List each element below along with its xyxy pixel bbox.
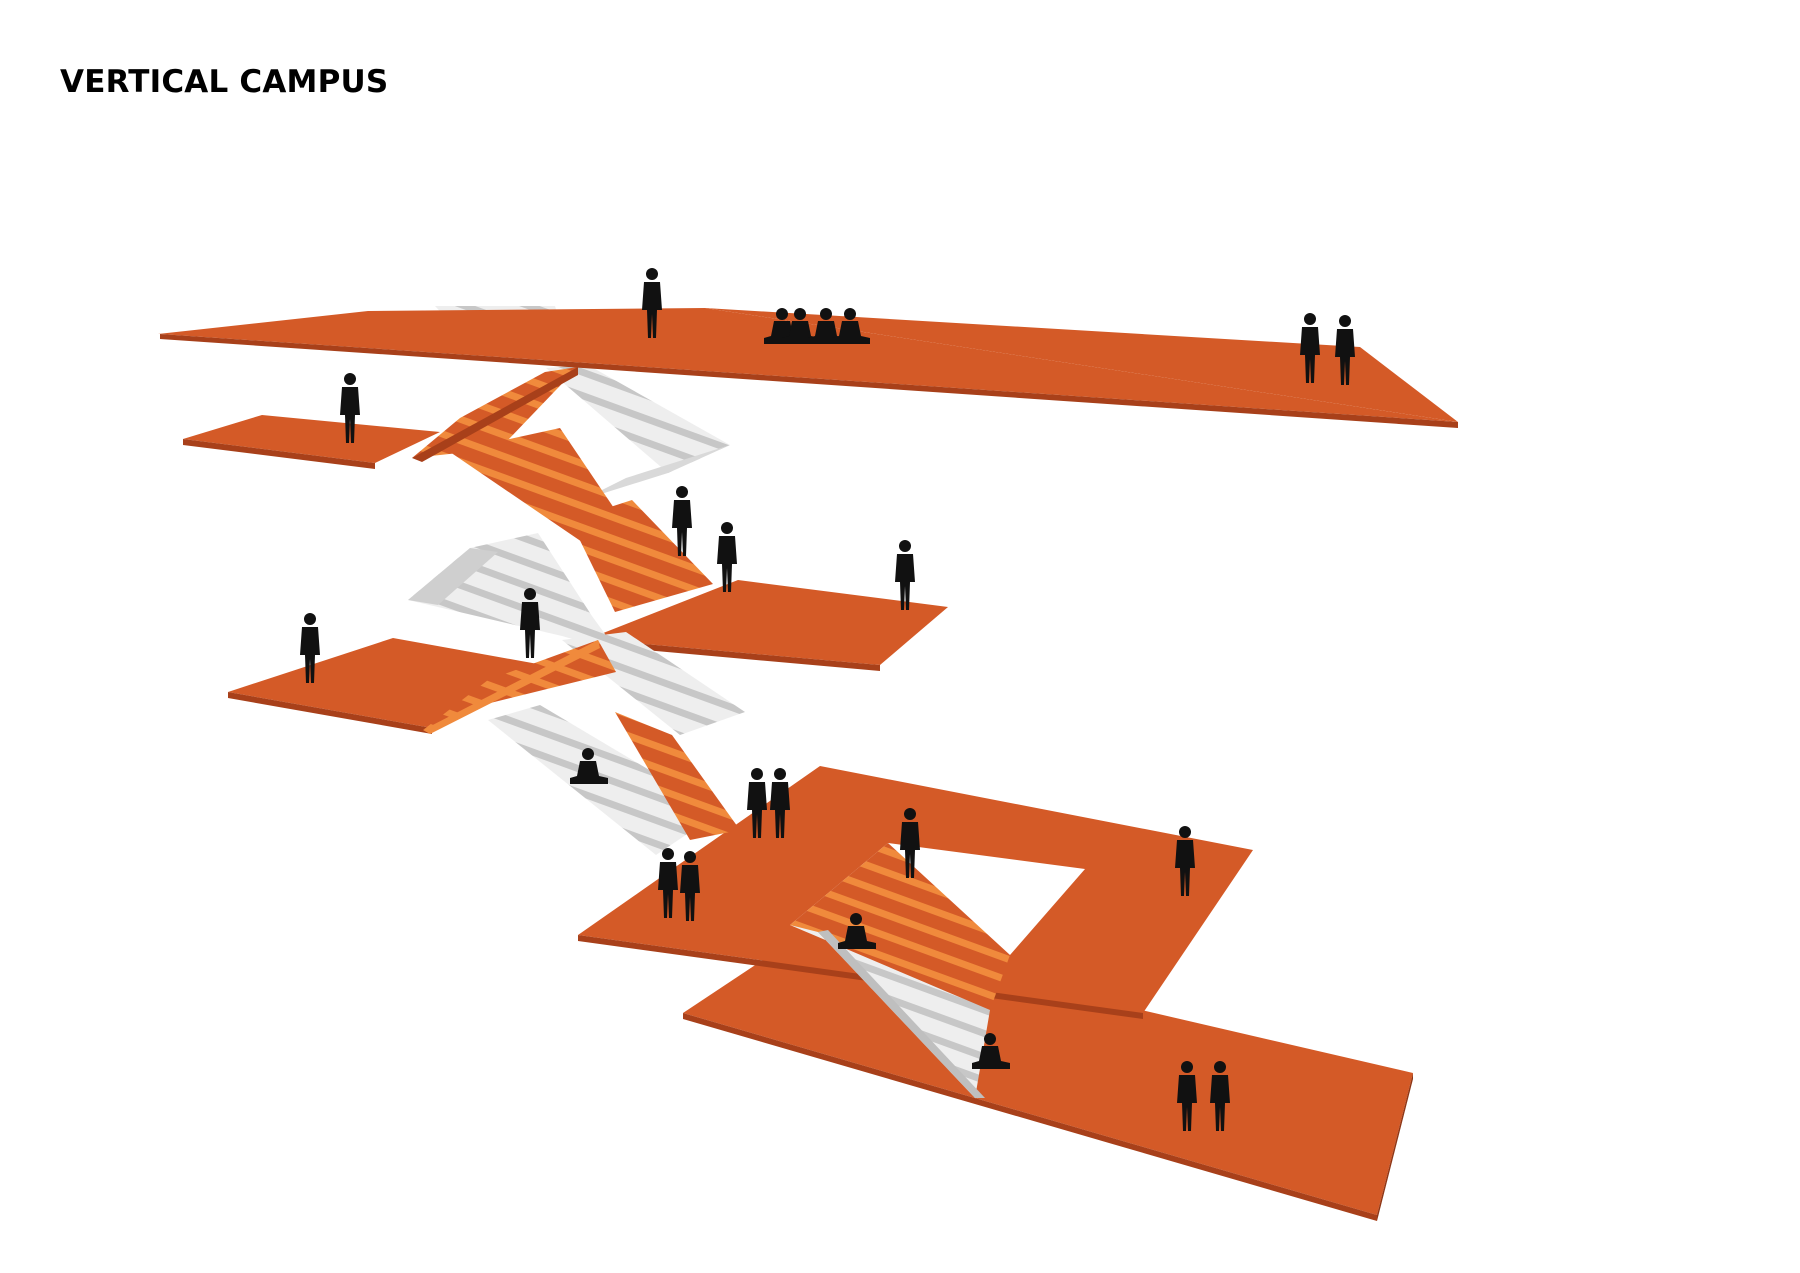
person bbox=[895, 540, 915, 610]
person bbox=[717, 522, 737, 592]
level-4-deck bbox=[183, 415, 440, 469]
